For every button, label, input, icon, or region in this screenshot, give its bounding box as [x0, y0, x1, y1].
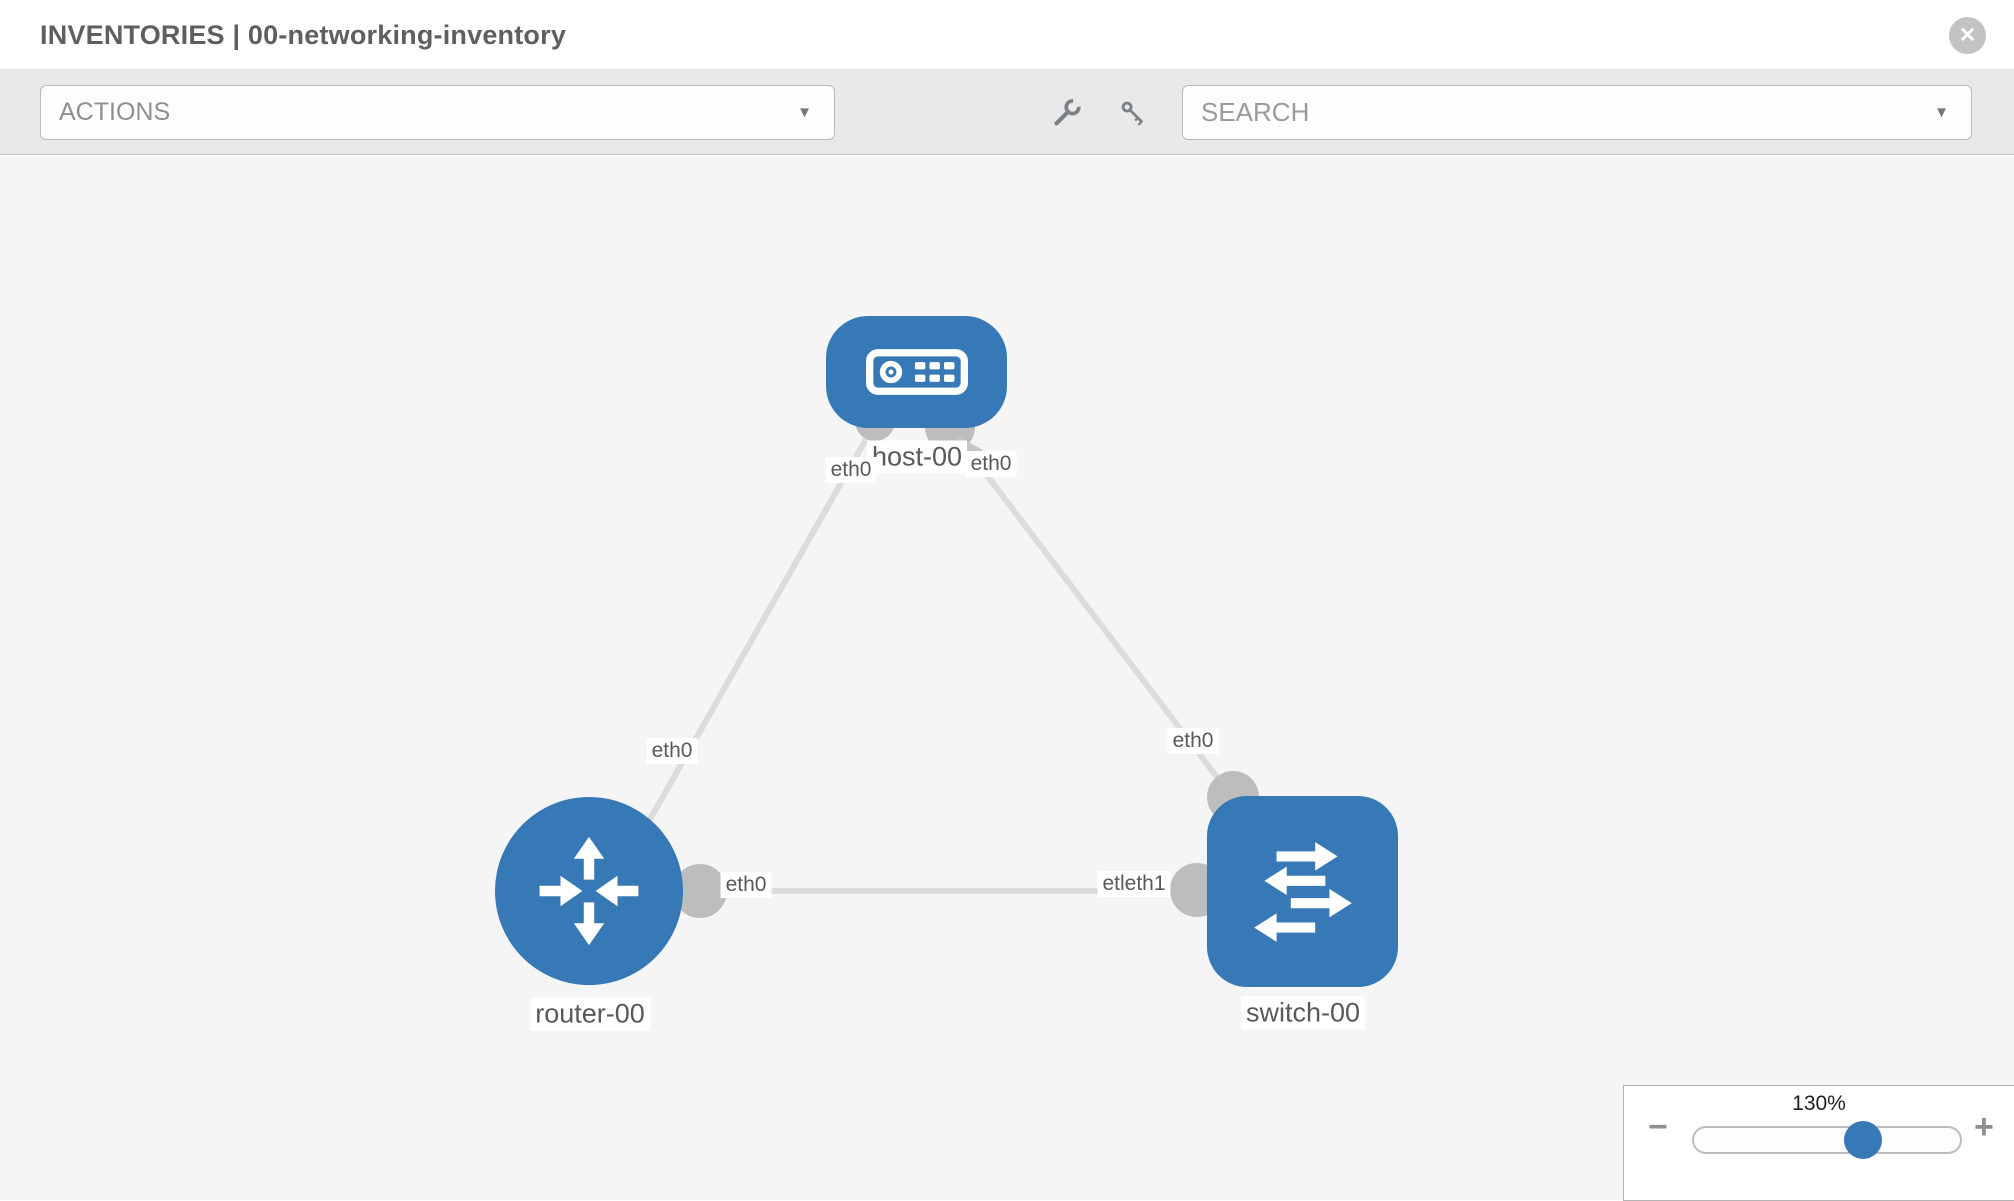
iface-label: etleth1 — [1097, 871, 1171, 897]
zoom-out-button[interactable]: − — [1648, 1108, 1668, 1146]
header: INVENTORIES | 00-networking-inventory ✕ — [0, 0, 2014, 70]
key-icon[interactable] — [1116, 96, 1150, 130]
toolbar: ACTIONS ▼ SEARCH ▼ — [0, 70, 2014, 155]
topology-links-layer — [642, 401, 1259, 918]
zoom-slider-thumb[interactable] — [1844, 1121, 1882, 1159]
actions-dropdown-label: ACTIONS — [59, 98, 171, 126]
iface-label: eth0 — [825, 457, 877, 483]
interface-dot[interactable] — [673, 864, 727, 918]
router-icon — [539, 836, 639, 946]
node-label-switch: switch-00 — [1240, 996, 1366, 1030]
node-host-00[interactable] — [826, 316, 1007, 428]
zoom-percent-label: 130% — [1792, 1092, 1846, 1115]
close-icon[interactable]: ✕ — [1949, 17, 1986, 54]
actions-dropdown[interactable]: ACTIONS ▼ — [40, 85, 835, 140]
host-icon — [865, 349, 968, 395]
node-label-host: host-00 — [866, 440, 968, 474]
iface-label: eth0 — [1167, 728, 1219, 754]
topology-canvas[interactable]: host-00 router-00 switch-00 eth0 eth0 et… — [0, 156, 2014, 1200]
chevron-down-icon: ▼ — [1934, 104, 1949, 121]
chevron-down-icon: ▼ — [797, 104, 812, 121]
wrench-icon[interactable] — [1050, 96, 1084, 130]
iface-label: eth0 — [720, 872, 772, 898]
iface-label: eth0 — [646, 738, 698, 764]
switch-icon — [1253, 841, 1352, 942]
search-placeholder: SEARCH — [1201, 97, 1310, 127]
zoom-slider-track[interactable] — [1692, 1126, 1962, 1154]
iface-label: eth0 — [965, 451, 1017, 477]
search-dropdown[interactable]: SEARCH ▼ — [1182, 85, 1972, 140]
page-title: INVENTORIES | 00-networking-inventory — [40, 20, 567, 50]
node-router-00[interactable] — [495, 797, 683, 985]
node-switch-00[interactable] — [1207, 796, 1398, 987]
zoom-control-panel: 130% − + — [1623, 1085, 2014, 1201]
zoom-in-button[interactable]: + — [1974, 1108, 1994, 1146]
node-label-router: router-00 — [530, 997, 650, 1031]
